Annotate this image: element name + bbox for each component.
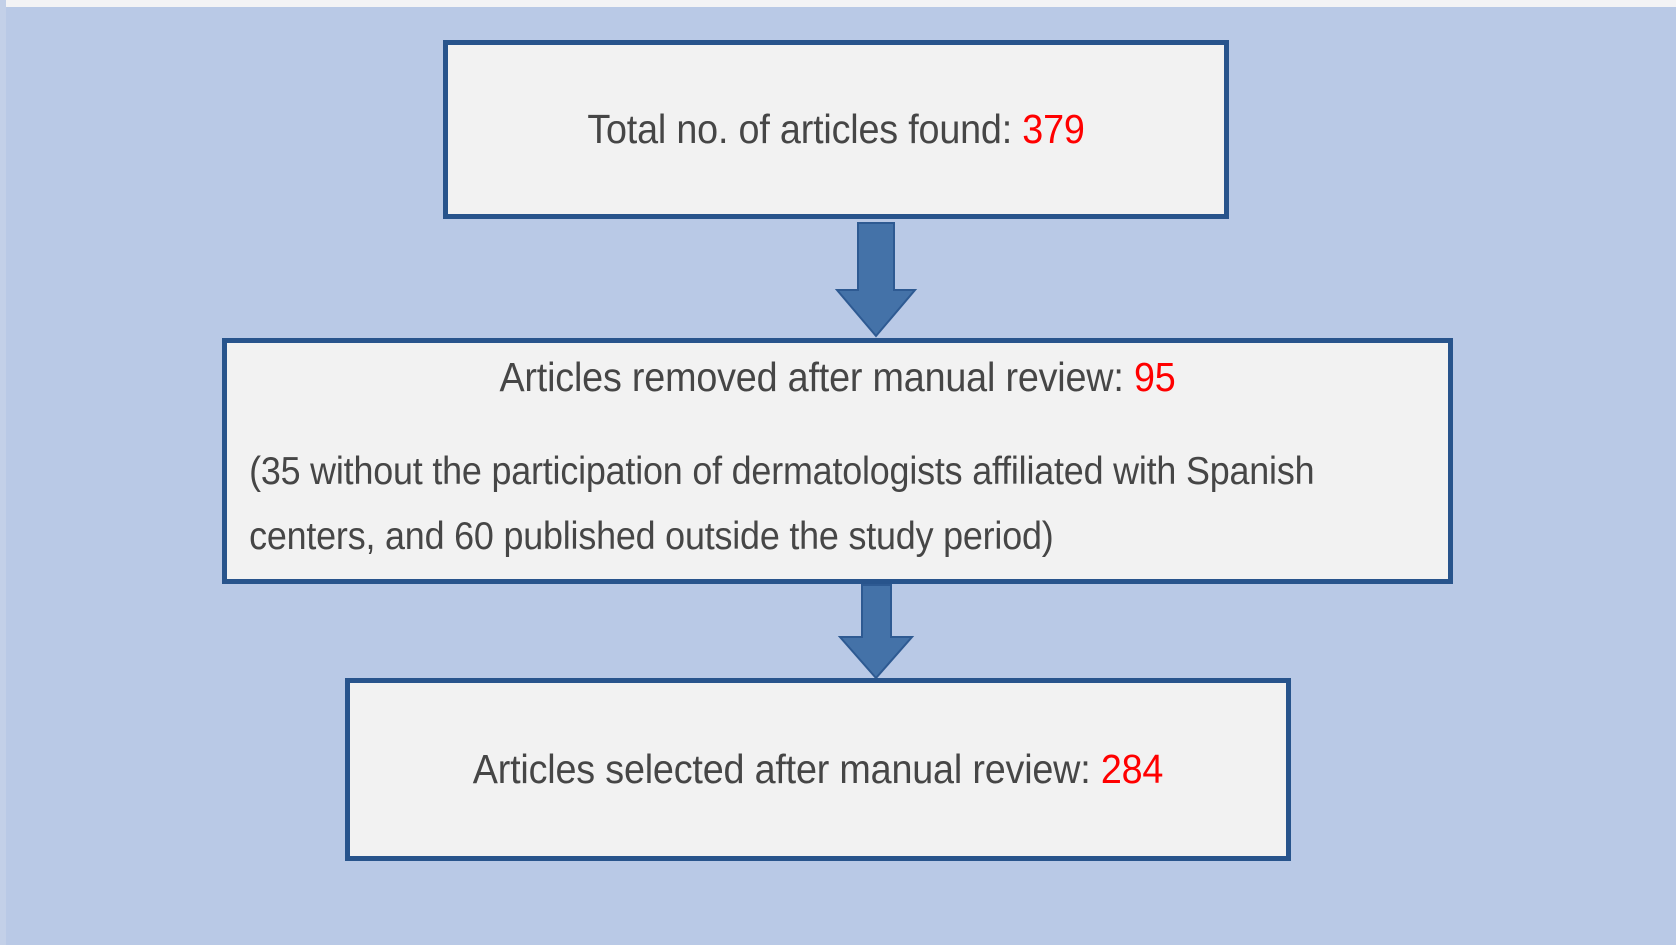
total-found-text: Total no. of articles found: 379	[479, 109, 1193, 150]
total-found-label: Total no. of articles found:	[587, 106, 1023, 152]
slide-left-edge	[0, 0, 6, 945]
removed-detail-line-1: (35 without the participation of dermato…	[249, 449, 1315, 493]
down-arrow-icon	[837, 584, 915, 680]
total-found-count: 379	[1022, 106, 1085, 152]
flow-node-selected: Articles selected after manual review: 2…	[345, 678, 1291, 861]
flow-node-removed: Articles removed after manual review: 95…	[222, 338, 1453, 584]
removed-label: Articles removed after manual review:	[499, 353, 1134, 400]
connector-arrow-total-to-removed	[796, 222, 956, 338]
removed-heading-text: Articles removed after manual review: 95	[276, 353, 1399, 400]
down-arrow-icon	[834, 222, 918, 338]
selected-text: Articles selected after manual review: 2…	[387, 749, 1248, 790]
connector-arrow-removed-to-selected	[796, 584, 956, 680]
selected-label: Articles selected after manual review:	[472, 746, 1101, 792]
selected-count: 284	[1100, 746, 1164, 792]
slide-top-edge	[0, 0, 1676, 7]
removed-count: 95	[1133, 353, 1176, 400]
flow-node-total-found: Total no. of articles found: 379	[443, 40, 1229, 219]
removed-detail-line-2: centers, and 60 published outside the st…	[249, 514, 1054, 558]
